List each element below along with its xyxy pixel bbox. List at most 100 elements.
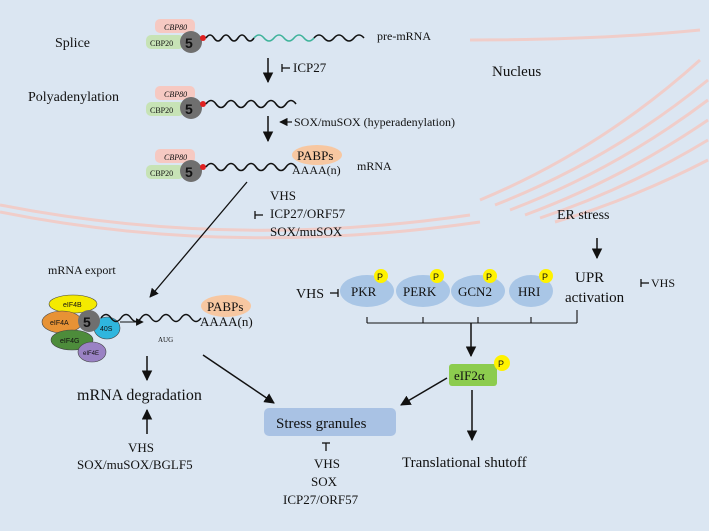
- kinase-blob: [396, 275, 450, 307]
- inhibit-pkr-marker: [330, 289, 339, 297]
- pkr-inhibitor: VHS: [296, 287, 324, 302]
- cap-circle: [180, 31, 202, 53]
- upr-label-line1: UPR: [575, 270, 604, 286]
- cap-complex-mrna: CBP80 CBP20 5: [146, 149, 206, 182]
- inhibit-granules-marker: [322, 442, 330, 451]
- arrow-to-stress-granules: [202, 354, 275, 404]
- icp27-inhibitor: ICP27: [293, 60, 327, 75]
- phospho-label: P: [377, 272, 383, 282]
- cbp20-label: CBP20: [150, 106, 173, 115]
- stress-granules-box: [264, 408, 396, 436]
- eif4a-label: eIF4A: [50, 320, 69, 327]
- cap-five-label: 5: [185, 101, 193, 117]
- pre-mrna-exon2: [313, 34, 365, 42]
- inhibit-icp27-marker: [281, 64, 290, 72]
- export-inhibitor-2: ICP27/ORF57: [270, 206, 346, 221]
- arrow-mrna-export: [149, 181, 248, 298]
- cbp20-box: [146, 102, 184, 116]
- phospho-badge: [374, 269, 388, 283]
- degradation-inducer-2: SOX/muSOX/BGLF5: [77, 457, 193, 472]
- cbp80-box: [155, 149, 195, 163]
- cap-red-dot: [200, 164, 206, 170]
- granule-inhibitor-2: SOX: [311, 474, 338, 489]
- inhibit-export-marker: [254, 211, 263, 219]
- aug-label: AUG: [158, 336, 173, 344]
- phospho-label: P: [542, 272, 548, 282]
- phospho-badge: [539, 269, 553, 283]
- kinase-blob: [340, 275, 394, 307]
- kinase-label: HRI: [518, 284, 540, 299]
- polya-tail-label: AAAA(n): [200, 314, 253, 329]
- export-inhibitor-3: SOX/muSOX: [270, 224, 343, 239]
- cbp20-box: [146, 165, 184, 179]
- er-stress-label: ER stress: [557, 208, 610, 223]
- cap-circle: [78, 310, 100, 332]
- kinase-blob: [451, 275, 505, 307]
- phospho-label: P: [433, 272, 439, 282]
- pabps-label: PABPs: [297, 148, 333, 163]
- cap-circle: [180, 160, 202, 182]
- pabps-label: PABPs: [207, 299, 243, 314]
- cbp20-label: CBP20: [150, 39, 173, 48]
- eif2a-label: eIF2α: [454, 368, 485, 383]
- cbp20-label: CBP20: [150, 169, 173, 178]
- cap-five-label: 5: [185, 35, 193, 51]
- mrna-degradation-label: mRNA degradation: [77, 387, 202, 404]
- upr-inhibitor: VHS: [651, 276, 675, 290]
- mature-mrna-strand: [205, 162, 297, 172]
- cap-complex-pre-mrna: CBP80 CBP20 5: [146, 19, 206, 53]
- cytoplasmic-mrna-strand: [100, 313, 202, 323]
- cap-red-dot: [200, 101, 206, 107]
- phospho-label: P: [486, 272, 492, 282]
- pre-mrna-intron: [253, 34, 315, 42]
- inhibit-upr-marker: [640, 279, 649, 287]
- mrna-label: mRNA: [357, 159, 392, 173]
- kinase-label: PERK: [403, 284, 437, 299]
- cap-circle: [180, 97, 202, 119]
- kinase-label: PKR: [351, 284, 377, 299]
- export-inhibitor-1: VHS: [270, 188, 296, 203]
- kinase-perk: PERK P: [396, 269, 450, 307]
- kinase-pkr: PKR P: [340, 269, 394, 307]
- cap-five-label: 5: [83, 314, 91, 330]
- phospho-label: P: [498, 359, 504, 369]
- cap-complex-polya: CBP80 CBP20 5: [146, 86, 206, 119]
- stress-granules-label: Stress granules: [276, 416, 367, 432]
- phospho-badge: [483, 269, 497, 283]
- pabps-blob: [201, 295, 251, 317]
- cbp80-box: [155, 86, 195, 100]
- cbp80-label: CBP80: [164, 153, 187, 162]
- pabps-blob: [292, 145, 342, 165]
- kinase-label: GCN2: [458, 284, 492, 299]
- eif4g-label: eIF4G: [60, 338, 79, 345]
- cap-five-label: 5: [185, 164, 193, 180]
- kinase-convergence-bracket: [366, 310, 578, 324]
- splice-label: Splice: [55, 36, 90, 51]
- eif4e-blob: [77, 341, 107, 363]
- translational-shutoff-label: Translational shutoff: [402, 455, 527, 471]
- cbp80-box: [155, 19, 195, 33]
- kinase-hri: HRI P: [509, 269, 553, 307]
- cbp80-label: CBP80: [164, 90, 187, 99]
- degradation-inducer-1: VHS: [128, 440, 154, 455]
- spliced-mrna-strand: [205, 99, 297, 109]
- kinase-gcn2: GCN2 P: [451, 269, 505, 307]
- nucleus-label: Nucleus: [492, 64, 541, 80]
- sox-hyperadenylation: SOX/muSOX (hyperadenylation): [294, 115, 455, 129]
- pre-mrna-label: pre-mRNA: [377, 29, 431, 43]
- 40s-label: 40S: [100, 326, 113, 333]
- phospho-badge: [430, 269, 444, 283]
- pre-mrna-strand: [205, 34, 255, 42]
- eif4b-label: eIF4B: [63, 302, 82, 309]
- phospho-badge: [494, 355, 510, 371]
- initiation-complex: eIF4B eIF4A eIF4G eIF4E 40S 5: [41, 294, 121, 363]
- cbp20-box: [146, 35, 184, 49]
- granule-inhibitor-1: VHS: [314, 456, 340, 471]
- cap-red-dot: [200, 35, 206, 41]
- mrna-export-label: mRNA export: [48, 263, 116, 277]
- granule-inhibitor-3: ICP27/ORF57: [283, 492, 359, 507]
- polya-tail-label: AAAA(n): [292, 163, 341, 177]
- polyadenylation-label: Polyadenylation: [28, 90, 119, 105]
